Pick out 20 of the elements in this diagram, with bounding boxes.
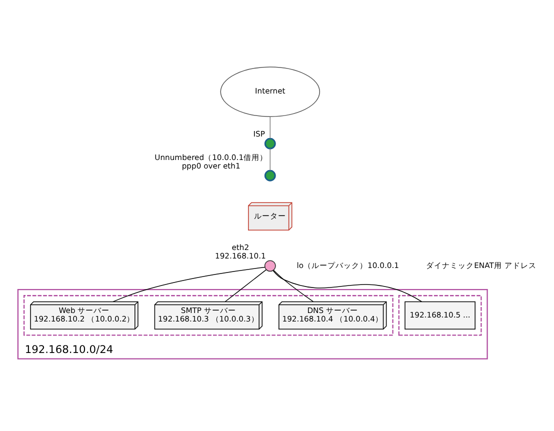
node-label: eth2 (232, 242, 250, 252)
node-circle (264, 137, 276, 149)
connector (224, 268, 266, 302)
node-circle (264, 260, 276, 272)
cluster (23, 294, 394, 336)
node-label: Unnumbered（10.0.0.1借用） (154, 152, 268, 162)
node-box: 192.168.10.5 ... (404, 300, 476, 330)
connector (270, 148, 271, 170)
label: ダイナミックENAT用 アドレス (426, 260, 536, 270)
node-label: 192.168.10.1 (215, 250, 266, 260)
node-label: ISP (253, 128, 265, 138)
cluster (398, 294, 482, 336)
connector (112, 266, 266, 302)
label: lo（ループバック）10.0.0.1 (296, 260, 399, 270)
connector (272, 270, 422, 302)
connector (273, 269, 314, 302)
node-label: ppp0 over eth1 (182, 160, 240, 170)
connector (270, 116, 271, 138)
node-circle (264, 169, 276, 181)
node-ellipse: Internet (220, 66, 320, 116)
